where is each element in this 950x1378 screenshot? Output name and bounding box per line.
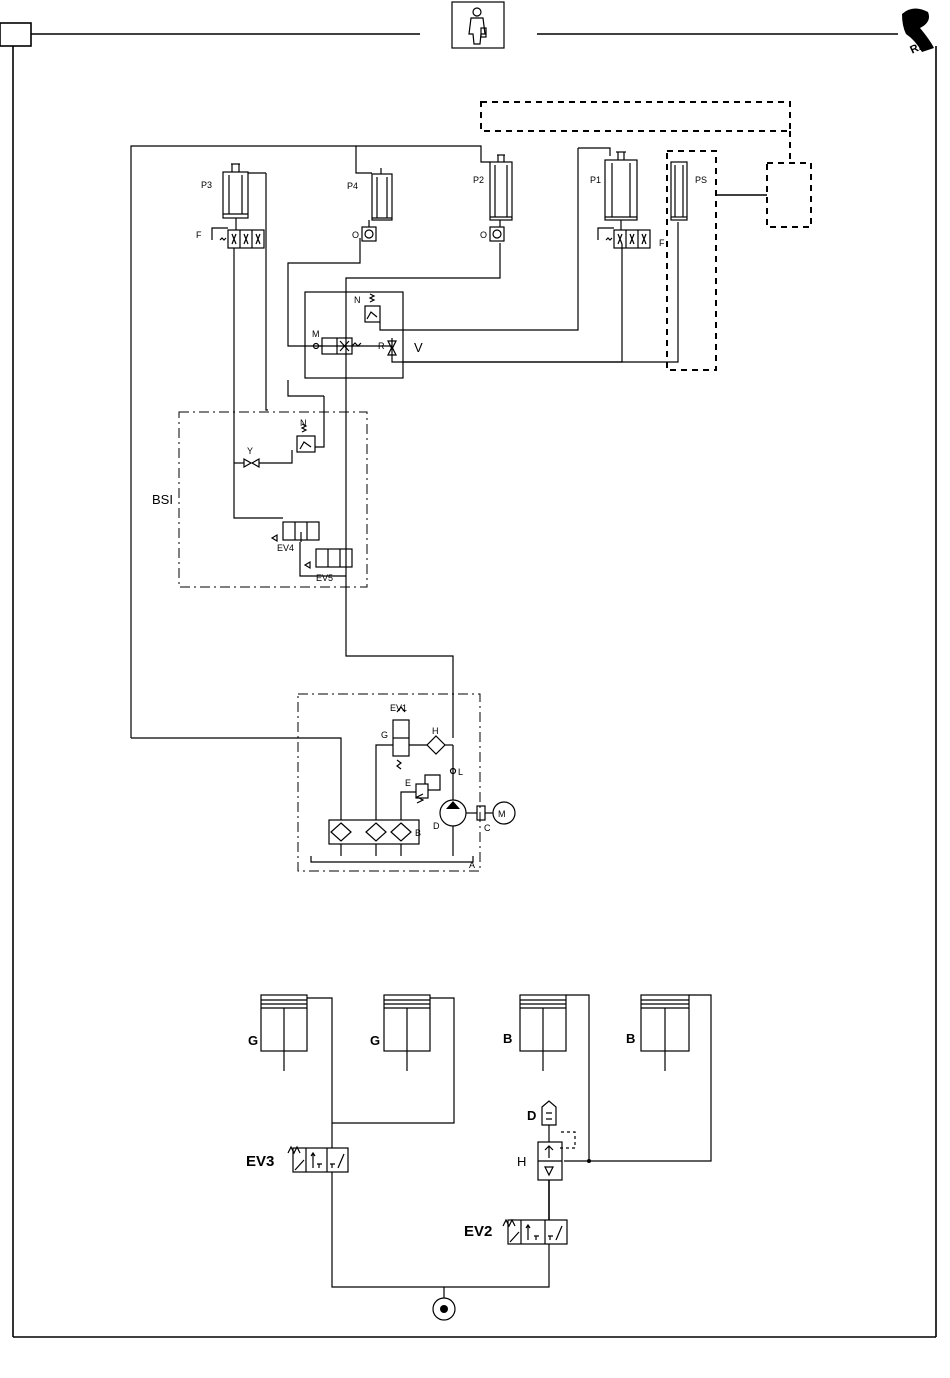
label-cyl-b2: B bbox=[626, 1031, 635, 1046]
lower-circuit: G G B B EV3 EV2 D H bbox=[246, 995, 711, 1320]
valve-ev2 bbox=[503, 1220, 567, 1244]
lower-labels: G G B B EV3 EV2 D H bbox=[246, 1031, 635, 1240]
label-motor-m: M bbox=[498, 809, 506, 819]
label-d-pump: D bbox=[433, 821, 440, 831]
label-cyl-b1: B bbox=[503, 1031, 512, 1046]
label-ev4: EV4 bbox=[277, 543, 294, 553]
label-n-bsi: N bbox=[300, 418, 307, 428]
label-h-filter: H bbox=[432, 726, 439, 736]
label-f-left: F bbox=[196, 230, 202, 240]
component-d bbox=[542, 1101, 556, 1125]
hydraulic-lines bbox=[131, 146, 678, 820]
valve-f-left bbox=[212, 228, 264, 248]
label-p2: P2 bbox=[473, 175, 484, 185]
label-ps: PS bbox=[695, 175, 707, 185]
label-o-p2: O bbox=[480, 230, 487, 240]
cylinder-g-1 bbox=[261, 995, 307, 1071]
label-cyl-g2: G bbox=[370, 1033, 380, 1048]
label-a: A bbox=[469, 860, 475, 870]
label-ev5: EV5 bbox=[316, 573, 333, 583]
piston-p4 bbox=[362, 168, 392, 241]
label-v: V bbox=[414, 340, 423, 355]
label-ev2: EV2 bbox=[464, 1223, 492, 1240]
person-manual-icon bbox=[452, 2, 504, 48]
upper-circuit: P3 P4 P2 P1 PS F F O O N M R V N Y BSI E… bbox=[131, 102, 811, 871]
label-ev1: EV1 bbox=[390, 703, 407, 713]
piston-p1 bbox=[605, 152, 637, 230]
label-m-upper: M bbox=[312, 329, 320, 339]
label-o-p4: O bbox=[352, 230, 359, 240]
piston-p3 bbox=[223, 164, 266, 230]
label-d-lower: D bbox=[527, 1108, 536, 1123]
label-g-ev1: G bbox=[381, 730, 388, 740]
label-r: R bbox=[378, 341, 385, 351]
label-b-filter: B bbox=[415, 828, 421, 838]
label-y: Y bbox=[247, 446, 253, 456]
label-l: L bbox=[458, 767, 463, 777]
valve-ev3 bbox=[288, 1147, 348, 1172]
pressure-source-icon bbox=[433, 1298, 455, 1320]
label-h-lower: H bbox=[517, 1154, 526, 1169]
label-p4: P4 bbox=[347, 181, 358, 191]
piston-ps bbox=[671, 162, 687, 220]
valve-f-right bbox=[598, 228, 650, 248]
bsi-block bbox=[179, 412, 367, 587]
label-n-upper: N bbox=[354, 295, 361, 305]
label-p3: P3 bbox=[201, 180, 212, 190]
label-ev3: EV3 bbox=[246, 1153, 274, 1170]
label-e: E bbox=[405, 778, 411, 788]
valve-h bbox=[538, 1142, 562, 1180]
upper-labels: P3 P4 P2 P1 PS F F O O N M R V N Y BSI E… bbox=[152, 175, 707, 870]
cylinder-b-2 bbox=[641, 995, 689, 1071]
label-c: C bbox=[484, 823, 491, 833]
page-frame bbox=[0, 23, 936, 1337]
label-f-right: F bbox=[659, 238, 665, 248]
label-p1: P1 bbox=[590, 175, 601, 185]
piston-p2 bbox=[490, 155, 512, 241]
label-cyl-g1: G bbox=[248, 1033, 258, 1048]
ra-logo-icon: RA bbox=[902, 8, 934, 56]
cylinder-g-2 bbox=[384, 995, 430, 1071]
cylinder-b-1 bbox=[520, 995, 566, 1071]
label-bsi: BSI bbox=[152, 492, 173, 507]
